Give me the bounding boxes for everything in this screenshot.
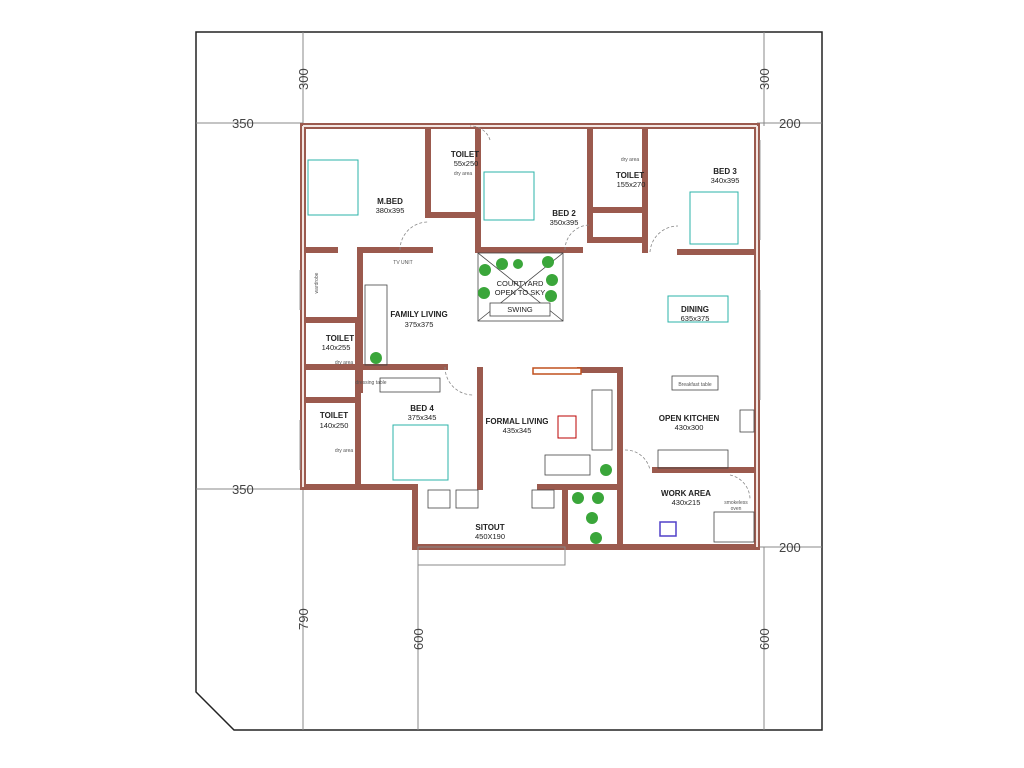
sofa-family — [364, 284, 388, 366]
bed-4 — [392, 424, 449, 481]
size-toilet-2: 155x270 — [617, 180, 646, 189]
plant-icon — [370, 352, 382, 364]
size-toilet-4: 140x250 — [320, 421, 349, 430]
dry-area-1: dry area — [454, 171, 473, 177]
label-bed-4: BED 4 — [410, 404, 434, 413]
plant-icon — [586, 512, 598, 524]
label-open-kitchen: OPEN KITCHEN — [659, 414, 720, 423]
label-breakfast-table: Breakfast table — [678, 382, 712, 388]
dry-area-2: dry area — [621, 157, 640, 163]
size-bed-3: 340x395 — [711, 176, 740, 185]
size-family-living: 375x375 — [405, 320, 434, 329]
label-bed-2: BED 2 — [552, 209, 576, 218]
plant-icon — [496, 258, 508, 270]
partition-screen — [532, 367, 582, 375]
size-toilet-1: 55x250 — [454, 159, 479, 168]
label-courtyard: COURTYARD — [497, 279, 544, 288]
bed-2 — [483, 171, 535, 221]
sitout-chair-1 — [427, 489, 451, 509]
label-courtyard-sky: OPEN TO SKY — [495, 288, 546, 297]
label-family-living: FAMILY LIVING — [390, 310, 447, 319]
plant-icon — [600, 464, 612, 476]
label-dining: DINING — [681, 305, 709, 314]
plant-icon — [479, 264, 491, 276]
dim-left-lower: 350 — [232, 482, 254, 497]
label-toilet-3: TOILET — [326, 334, 354, 343]
size-bed-4: 375x345 — [408, 413, 437, 422]
kitchen-sink-icon — [739, 409, 755, 433]
courtyard — [370, 252, 612, 544]
label-toilet-1: TOILET — [451, 150, 479, 159]
size-master-bed: 380x395 — [376, 206, 405, 215]
sitout-chair-2 — [455, 489, 479, 509]
rug — [557, 415, 577, 439]
windows — [299, 140, 761, 470]
plant-icon — [542, 256, 554, 268]
plant-icon — [513, 259, 523, 269]
plant-icon — [590, 532, 602, 544]
label-swing: SWING — [507, 305, 533, 314]
wash-sink-icon — [659, 521, 677, 537]
plant-icon — [592, 492, 604, 504]
dry-area-4: dry area — [335, 448, 354, 454]
plant-icon — [545, 290, 557, 302]
dining-table — [667, 295, 729, 323]
label-formal-living: FORMAL LIVING — [486, 417, 549, 426]
smokeless-oven — [713, 511, 755, 543]
sitout-steps — [417, 546, 566, 566]
dim-left-upper: 350 — [232, 116, 254, 131]
plant-icon — [546, 274, 558, 286]
kitchen-counter — [657, 449, 729, 469]
dressing-table-label: dressing table — [355, 380, 386, 386]
dim-right-lower: 200 — [779, 540, 801, 555]
size-bed-2: 350x395 — [550, 218, 579, 227]
dry-area-3: dry area — [335, 360, 354, 366]
breakfast-table — [671, 375, 719, 391]
dim-bottom-left: 600 — [411, 628, 426, 650]
size-work-area: 430x215 — [672, 498, 701, 507]
wardrobe-label: wardrobe — [314, 272, 320, 293]
size-formal-living: 435x345 — [503, 426, 532, 435]
size-toilet-3: 140x255 — [322, 343, 351, 352]
dim-top-right: 300 — [757, 68, 772, 90]
wardrobe-bed4 — [379, 377, 441, 393]
door-swings — [399, 125, 751, 501]
label-work-area: WORK AREA — [661, 489, 711, 498]
walls — [300, 123, 760, 550]
dim-left-bottom: 790 — [296, 608, 311, 630]
label-oven: oven — [731, 506, 742, 512]
plant-icon — [572, 492, 584, 504]
size-dining: 635x375 — [681, 314, 710, 323]
label-toilet-4: TOILET — [320, 411, 348, 420]
bed-3 — [689, 191, 739, 245]
size-open-kitchen: 430x300 — [675, 423, 704, 432]
dimension-lines — [196, 32, 822, 730]
label-bed-3: BED 3 — [713, 167, 737, 176]
sofa-formal — [591, 389, 613, 451]
plant-icon — [478, 287, 490, 299]
label-tv-unit: TV UNIT — [393, 260, 412, 266]
site-boundary — [195, 31, 823, 731]
dim-bottom-right: 600 — [757, 628, 772, 650]
label-toilet-2: TOILET — [616, 171, 644, 180]
dim-top-left: 300 — [296, 68, 311, 90]
swing — [489, 302, 551, 317]
bed-master — [307, 159, 359, 216]
furniture — [307, 159, 755, 543]
label-smokeless: smokeless — [724, 500, 748, 506]
dim-right-upper: 200 — [779, 116, 801, 131]
sitout-chair-3 — [531, 489, 555, 509]
size-sitout: 450X190 — [475, 532, 505, 541]
label-master-bed: M.BED — [377, 197, 403, 206]
label-sitout: SITOUT — [475, 523, 504, 532]
sofa-formal-2 — [544, 454, 591, 476]
